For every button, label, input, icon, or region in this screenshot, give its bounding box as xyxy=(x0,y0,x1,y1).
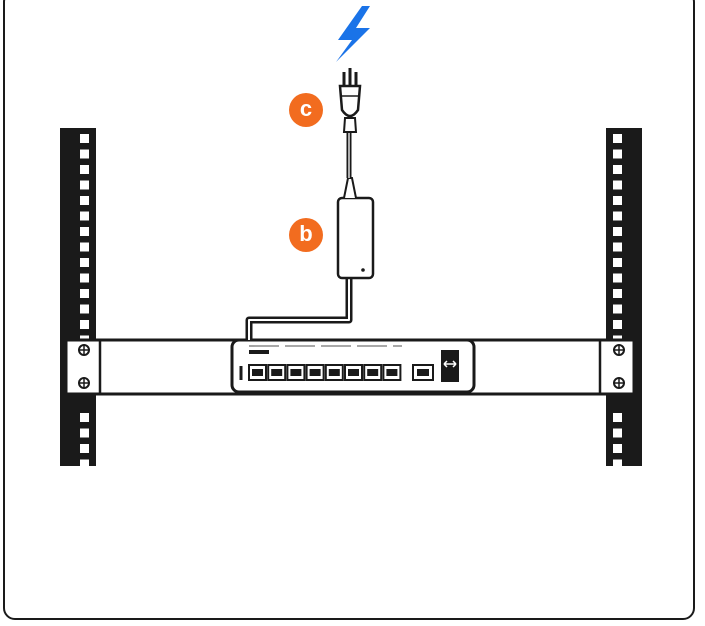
rj45-port xyxy=(382,364,402,381)
right-rack-rail xyxy=(606,128,642,469)
rj45-port xyxy=(363,364,383,381)
rack-hole xyxy=(80,304,89,314)
rack-hole xyxy=(80,134,89,143)
rack-hole xyxy=(613,134,622,143)
left-rack-rail xyxy=(60,128,96,469)
rack-hole xyxy=(80,227,89,236)
rack-hole xyxy=(613,320,622,329)
power-plug-icon xyxy=(338,68,362,118)
rack-hole xyxy=(613,413,622,422)
rj45-port xyxy=(267,364,287,381)
rack-screw xyxy=(78,344,90,356)
rack-hole xyxy=(80,459,89,469)
dc-power-cable xyxy=(245,278,353,340)
rack-hole xyxy=(80,289,89,298)
rack-screw xyxy=(613,344,625,356)
rack-hole xyxy=(80,444,89,453)
lightning-bolt-icon xyxy=(336,6,370,62)
network-switch xyxy=(230,338,476,394)
sfp-port xyxy=(441,350,459,382)
uplink-port xyxy=(412,364,434,381)
rj45-port xyxy=(324,364,344,381)
rack-screw xyxy=(78,377,90,389)
rack-hole xyxy=(80,149,89,159)
power-adapter xyxy=(336,196,375,280)
rack-hole xyxy=(613,289,622,298)
ac-power-cord xyxy=(342,117,358,199)
rack-hole xyxy=(80,428,89,438)
rack-hole xyxy=(613,459,622,469)
rack-hole xyxy=(80,413,89,422)
rack-screw xyxy=(613,377,625,389)
rj45-port xyxy=(344,364,363,381)
rack-hole xyxy=(80,258,89,267)
callout-b: b xyxy=(289,218,323,252)
rack-hole xyxy=(613,258,622,267)
rack-hole xyxy=(613,444,622,453)
rack-hole xyxy=(80,180,89,190)
status-led-bar xyxy=(249,350,269,354)
rack-hole xyxy=(613,165,622,174)
rj45-port xyxy=(286,364,306,381)
rack-hole xyxy=(80,273,89,283)
rack-hole xyxy=(613,180,622,190)
rack-hole xyxy=(80,242,89,252)
rack-hole xyxy=(613,273,622,283)
rack-hole xyxy=(613,211,622,221)
rj45-port xyxy=(305,364,325,381)
rack-hole xyxy=(613,304,622,314)
rack-hole xyxy=(613,428,622,438)
rack-hole xyxy=(613,196,622,205)
rack-hole xyxy=(613,227,622,236)
rack-hole xyxy=(80,165,89,174)
rj45-port xyxy=(248,364,267,381)
diagram-frame xyxy=(3,0,695,620)
rack-hole xyxy=(80,211,89,221)
rj45-port-group xyxy=(248,345,402,381)
rack-hole xyxy=(613,242,622,252)
rack-hole xyxy=(80,196,89,205)
callout-c: c xyxy=(289,93,323,127)
rack-hole xyxy=(80,320,89,329)
rack-hole xyxy=(613,149,622,159)
